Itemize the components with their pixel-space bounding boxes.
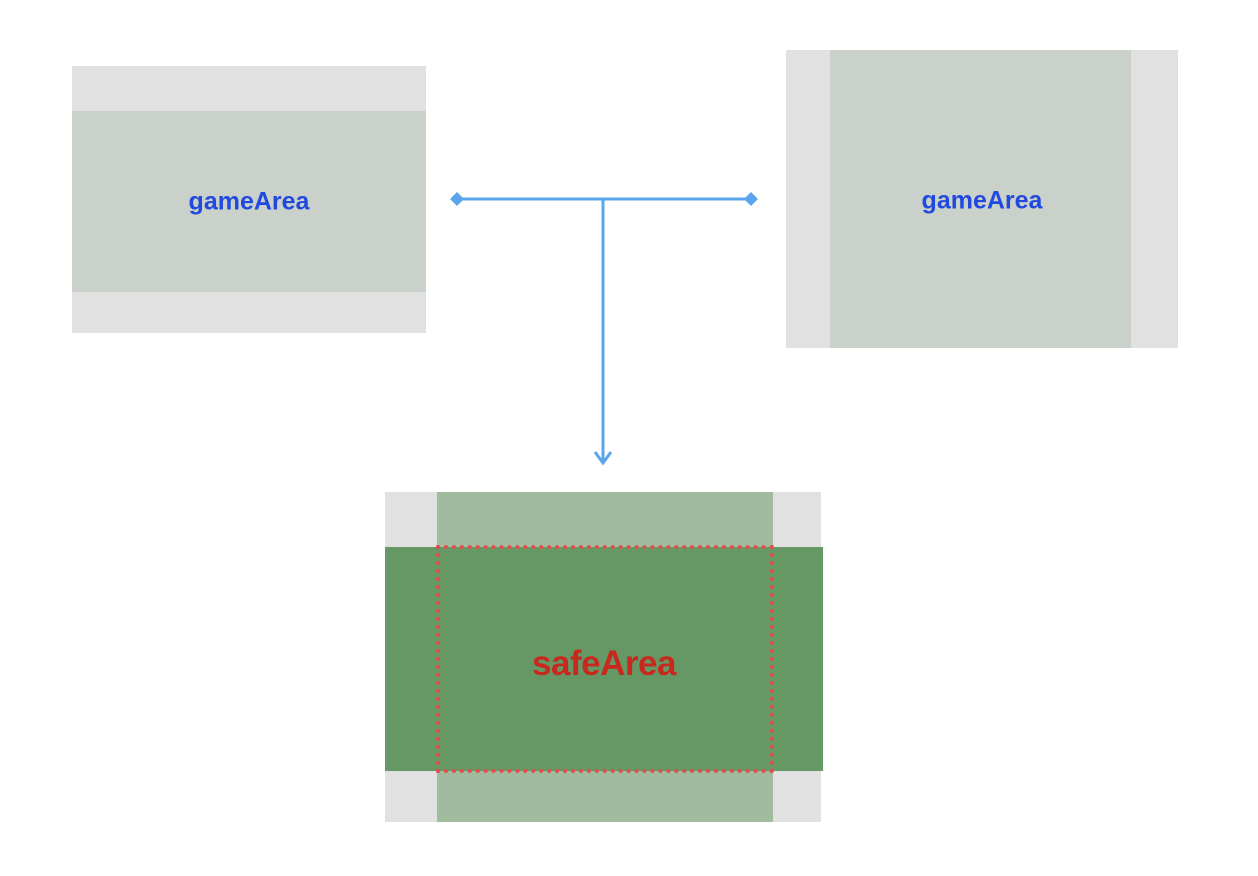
left-game-area xyxy=(72,111,426,292)
connector-arrow-head-icon xyxy=(593,451,613,466)
result-horizontal-band xyxy=(385,547,823,771)
safe-area-boundary xyxy=(436,545,774,773)
safe-area-label: safeArea xyxy=(532,644,676,683)
connector-right-diamond xyxy=(744,192,758,206)
right-game-area xyxy=(830,50,1131,348)
right-game-area-label: gameArea xyxy=(921,186,1043,215)
connector-left-diamond xyxy=(450,192,464,206)
left-game-area-label: gameArea xyxy=(188,187,310,216)
